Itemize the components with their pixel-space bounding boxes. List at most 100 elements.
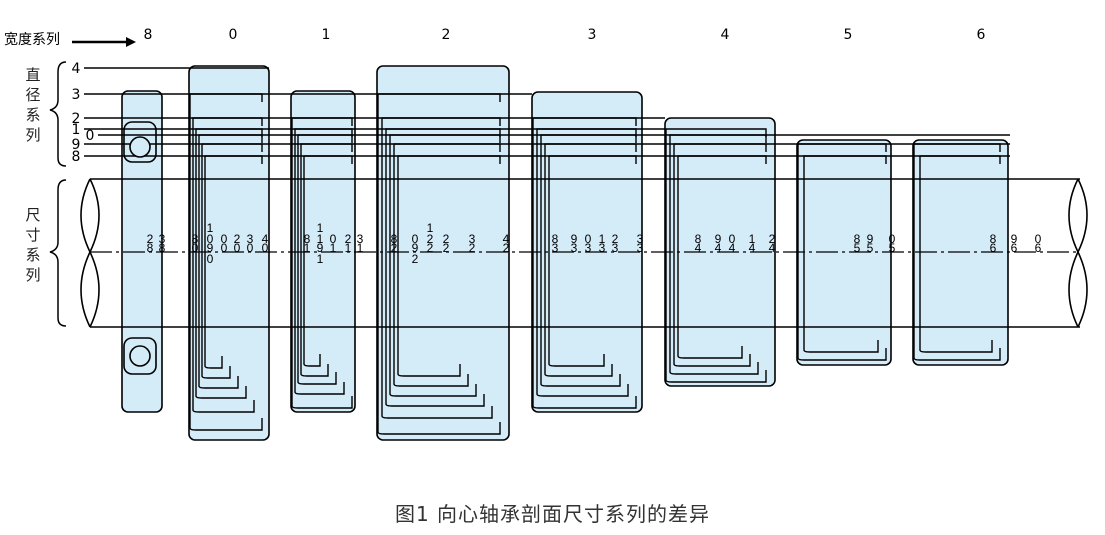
section-outline bbox=[297, 372, 337, 385]
section-outline bbox=[665, 128, 767, 380]
dimension-code-top: 8 bbox=[854, 232, 861, 246]
dimension-code-top: 1 bbox=[749, 232, 756, 246]
section-outline bbox=[397, 364, 461, 377]
section-outline bbox=[544, 364, 613, 377]
dimension-code-bottom: 4 bbox=[749, 241, 756, 255]
section-outline bbox=[303, 354, 321, 367]
dimension-code-bottom: 4 bbox=[729, 241, 736, 255]
width-code-0: 0 bbox=[229, 27, 238, 43]
width-series-label: 宽度系列 bbox=[4, 32, 60, 48]
section-outline bbox=[532, 117, 637, 406]
dimension-code-bottom: 9 bbox=[207, 241, 214, 255]
section-outline bbox=[294, 382, 345, 395]
section-outline bbox=[913, 143, 1001, 358]
dimension-code-bottom: 1 bbox=[304, 241, 311, 255]
section-outline bbox=[198, 134, 263, 386]
dimension-code-bottom: 4 bbox=[715, 241, 722, 255]
dimension-code-bottom: 0 bbox=[207, 252, 214, 266]
dimension-code-top: 8 bbox=[304, 232, 311, 246]
diameter-code-4: 4 bbox=[72, 61, 81, 77]
section-outline bbox=[797, 348, 887, 361]
section-outline bbox=[303, 155, 353, 364]
section-outline bbox=[297, 134, 353, 382]
dimension-series-brace bbox=[49, 179, 67, 327]
dimension-code-top: 2 bbox=[612, 232, 619, 246]
dimension-code-top: 2 bbox=[427, 232, 434, 246]
dimension-code-bottom: 1 bbox=[317, 252, 324, 266]
section-outline bbox=[677, 155, 767, 356]
section-outline bbox=[919, 155, 1001, 350]
dimension-code-bottom: 0 bbox=[221, 241, 228, 255]
section-outline bbox=[377, 93, 501, 432]
diameter-code-3: 3 bbox=[72, 87, 81, 103]
dimension-code-bottom: 8 bbox=[147, 241, 154, 255]
label-char: 直 bbox=[25, 66, 40, 84]
dimension-code-bottom: 0 bbox=[234, 241, 241, 255]
dimension-code-top: 1 bbox=[317, 232, 324, 246]
section-outline bbox=[381, 406, 493, 419]
dimension-code-bottom: 2 bbox=[503, 241, 510, 255]
dimension-code-bottom: 3 bbox=[612, 241, 619, 255]
dimension-code-bottom: 4 bbox=[769, 241, 776, 255]
dimension-code-top: 9 bbox=[571, 232, 578, 246]
section-outline bbox=[377, 422, 501, 435]
section-outline bbox=[300, 143, 353, 374]
section-outline bbox=[300, 364, 329, 377]
section-outline bbox=[389, 134, 501, 394]
width-code-1: 1 bbox=[322, 27, 331, 43]
section-outline bbox=[669, 134, 767, 372]
dimension-code-bottom: 1 bbox=[345, 241, 352, 255]
label-char: 系 bbox=[25, 246, 40, 264]
dimension-series-label: 尺寸系列 bbox=[25, 206, 40, 284]
dimension-code-top: 2 bbox=[234, 232, 241, 246]
dimension-code-top: 0 bbox=[330, 232, 337, 246]
dimension-code-bottom: 8 bbox=[159, 241, 166, 255]
diameter-series-brace bbox=[49, 61, 67, 167]
dimension-code-bottom: 4 bbox=[695, 241, 702, 255]
ball-icon bbox=[129, 345, 151, 367]
dimension-code-bottom: 9 bbox=[317, 241, 324, 255]
dimension-code-top: 4 bbox=[262, 232, 269, 246]
nested-section-outlines bbox=[189, 93, 1001, 435]
dimension-code-top: 4 bbox=[503, 232, 510, 246]
dimension-code-top: 0 bbox=[221, 232, 228, 246]
section-block-0 bbox=[188, 65, 270, 441]
dimension-code-top: 1 bbox=[317, 221, 324, 235]
section-block-2 bbox=[376, 65, 510, 441]
dimension-code-bottom: 2 bbox=[443, 241, 450, 255]
dimension-code-top: 2 bbox=[147, 232, 154, 246]
ball-icon bbox=[129, 136, 151, 158]
figure-caption: 图1 向心轴承剖面尺寸系列的差异 bbox=[394, 502, 711, 526]
section-outline bbox=[393, 143, 501, 384]
dimension-code-top: 1 bbox=[207, 221, 214, 235]
section-outline bbox=[291, 396, 353, 409]
width-code-2: 2 bbox=[442, 27, 451, 43]
dimension-code-bottom: 1 bbox=[330, 241, 337, 255]
dimension-code-top: 0 bbox=[729, 232, 736, 246]
diameter-code-0: 0 bbox=[86, 128, 95, 144]
section-outline bbox=[913, 348, 1001, 361]
dimension-code-top: 9 bbox=[1011, 232, 1018, 246]
section-outline bbox=[189, 418, 263, 431]
section-outline bbox=[195, 128, 263, 396]
dimension-code-bottom: 0 bbox=[247, 241, 254, 255]
width-code-8: 8 bbox=[144, 27, 153, 43]
label-char: 列 bbox=[25, 266, 40, 284]
section-outline bbox=[189, 93, 263, 428]
dimension-code-top: 0 bbox=[412, 232, 419, 246]
section-outline bbox=[201, 143, 263, 376]
dimension-code-top: 8 bbox=[695, 232, 702, 246]
width-code-5: 5 bbox=[844, 27, 853, 43]
dimension-code-top: 3 bbox=[247, 232, 254, 246]
section-outline bbox=[385, 394, 485, 407]
section-outline bbox=[803, 340, 879, 353]
dimension-code-bottom: 2 bbox=[412, 252, 419, 266]
dimension-code-top: 8 bbox=[990, 232, 997, 246]
bearing-sections bbox=[121, 65, 1009, 441]
section-outline bbox=[536, 384, 629, 397]
section-outline bbox=[665, 370, 767, 383]
dimension-code-top: 3 bbox=[159, 232, 166, 246]
